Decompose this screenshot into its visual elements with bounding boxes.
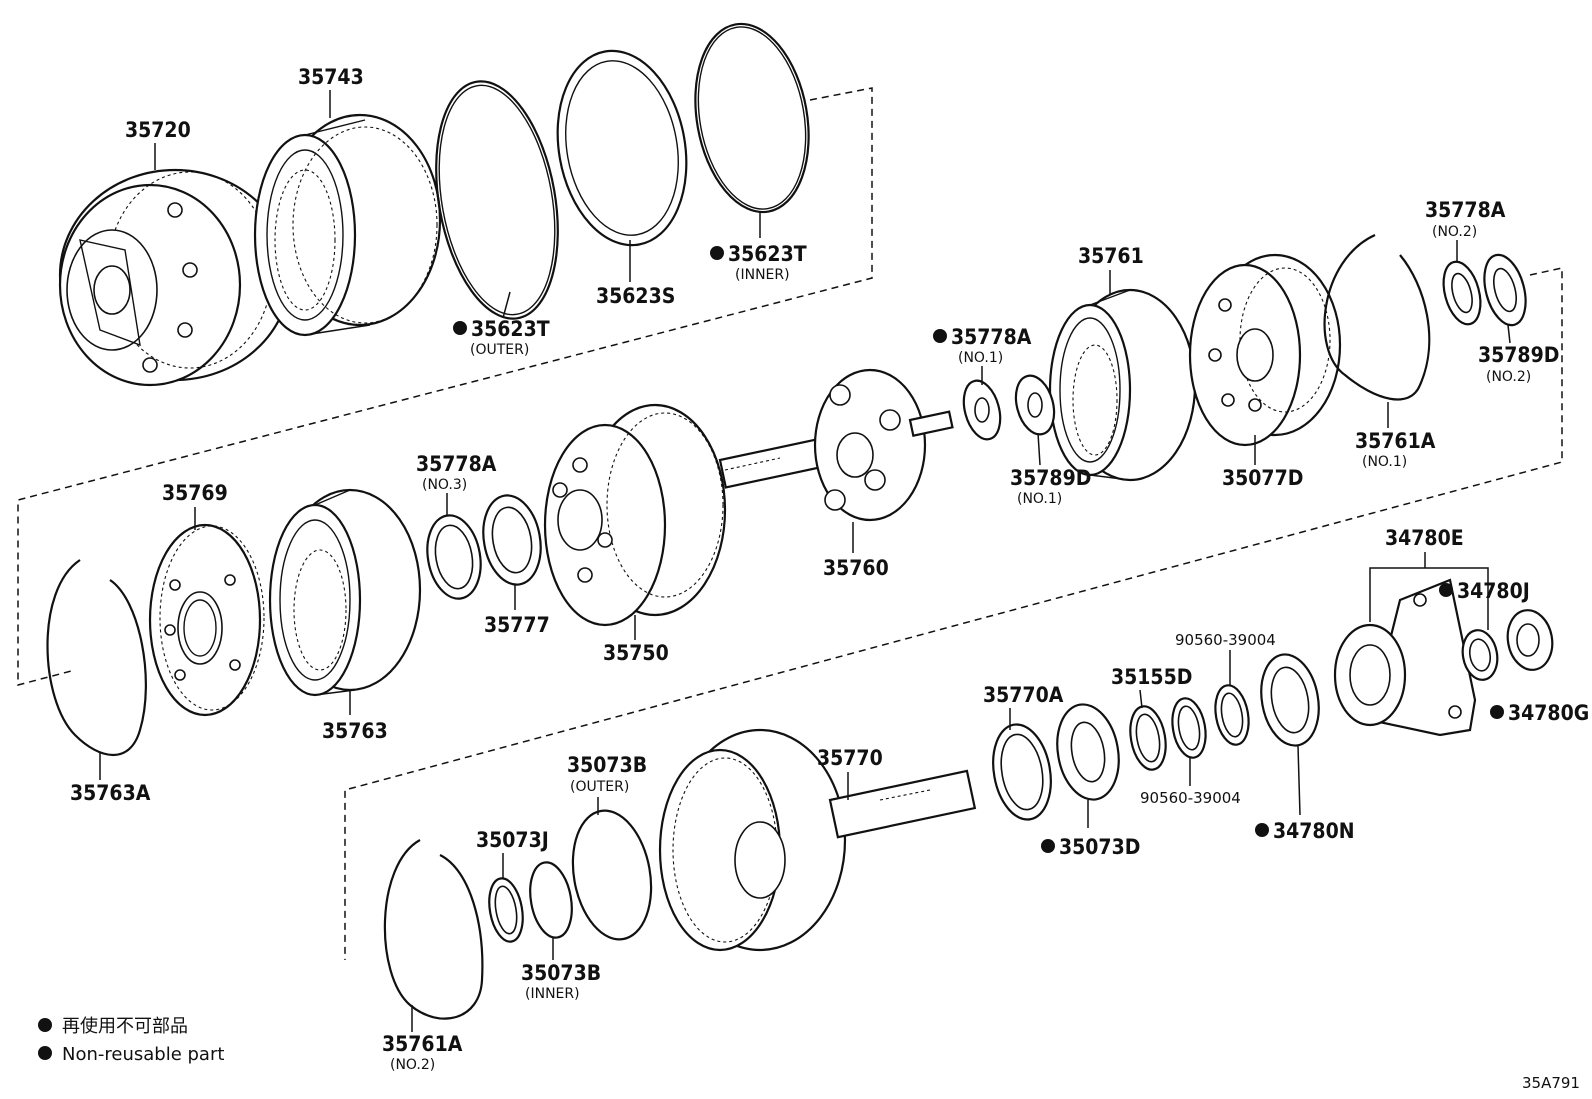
legend-dot bbox=[38, 1018, 52, 1032]
group-outline-top bbox=[17, 87, 873, 686]
label-35623T-outer-sub: (OUTER) bbox=[470, 342, 529, 358]
non-reusable-marker bbox=[1490, 705, 1504, 719]
label-35761A-no2-sub: (NO.2) bbox=[390, 1057, 435, 1073]
label-35623T-inner: 35623T bbox=[728, 242, 807, 266]
label-35073B-outer: 35073B bbox=[567, 753, 647, 777]
non-reusable-marker bbox=[710, 246, 724, 260]
part-35789D-no2-race[interactable] bbox=[1477, 250, 1532, 329]
part-35777-race[interactable] bbox=[477, 491, 548, 589]
label-35763: 35763 bbox=[322, 719, 388, 743]
part-90560-39004-ring-a[interactable] bbox=[1168, 696, 1210, 761]
part-35778A-no1-bearing[interactable] bbox=[958, 377, 1006, 444]
non-reusable-marker bbox=[1255, 823, 1269, 837]
label-35789D-no1-sub: (NO.1) bbox=[1017, 491, 1062, 507]
part-35763-ring-gear[interactable] bbox=[268, 488, 422, 697]
part-35750-planetary-gear[interactable] bbox=[543, 403, 727, 627]
part-35073J-ring[interactable] bbox=[485, 876, 528, 945]
part-35761A-no1-snapring[interactable] bbox=[1323, 233, 1431, 401]
legend-en: Non-reusable part bbox=[62, 1044, 224, 1065]
label-35760: 35760 bbox=[823, 556, 889, 580]
label-35750: 35750 bbox=[603, 641, 669, 665]
part-35760-carrier-shaft[interactable] bbox=[718, 368, 954, 522]
legend: 再使用不可部品 Non-reusable part bbox=[38, 1016, 224, 1065]
part-35770A-washer[interactable] bbox=[986, 720, 1058, 824]
part-35073B-outer-oring[interactable] bbox=[563, 804, 660, 945]
label-35073D: 35073D bbox=[1059, 835, 1140, 859]
part-34780E-flange[interactable] bbox=[1333, 578, 1477, 737]
label-34780N: 34780N bbox=[1273, 819, 1355, 843]
label-35743: 35743 bbox=[298, 65, 364, 89]
part-35623T-outer-oring[interactable] bbox=[419, 72, 575, 328]
label-35770: 35770 bbox=[817, 746, 883, 770]
part-35770-drum-shaft[interactable] bbox=[658, 728, 977, 952]
part-90560-39004-ring-b[interactable] bbox=[1211, 683, 1253, 748]
label-35073B-outer-sub: (OUTER) bbox=[570, 779, 629, 795]
label-35623T-outer: 35623T bbox=[471, 317, 550, 341]
label-35155D: 35155D bbox=[1111, 665, 1192, 689]
part-35769-plate[interactable] bbox=[148, 523, 265, 717]
label-35761A-no1-sub: (NO.1) bbox=[1362, 454, 1407, 470]
label-35789D-no2: 35789D bbox=[1478, 343, 1559, 367]
label-group-row2-left: 35769 35763 35763A 35778A (NO.3) 35777 3… bbox=[70, 452, 889, 805]
non-reusable-marker bbox=[933, 329, 947, 343]
part-34780N-seal[interactable] bbox=[1254, 650, 1325, 750]
label-35778A-no1-sub: (NO.1) bbox=[958, 350, 1003, 366]
label-35761: 35761 bbox=[1078, 244, 1144, 268]
part-35623S-seal[interactable] bbox=[543, 41, 701, 256]
label-34780J: 34780J bbox=[1457, 579, 1530, 603]
label-35778A-no1: 35778A bbox=[951, 325, 1032, 349]
label-35077D: 35077D bbox=[1222, 466, 1303, 490]
label-35778A-no3: 35778A bbox=[416, 452, 497, 476]
label-34780G: 34780G bbox=[1508, 701, 1589, 725]
part-35077D-clutch-hub[interactable] bbox=[1188, 253, 1342, 447]
label-35623T-inner-sub: (INNER) bbox=[735, 267, 790, 283]
part-34780G-nut[interactable] bbox=[1503, 607, 1557, 674]
non-reusable-marker bbox=[453, 321, 467, 335]
label-35789D-no1: 35789D bbox=[1010, 466, 1091, 490]
label-90560-39004-lower: 90560-39004 bbox=[1140, 789, 1241, 807]
label-35073B-inner-sub: (INNER) bbox=[525, 986, 580, 1002]
diagram-code: 35A791 bbox=[1522, 1074, 1580, 1092]
label-35073J: 35073J bbox=[476, 828, 549, 852]
part-35155D-ring[interactable] bbox=[1126, 704, 1171, 773]
part-35778A-no2-bearing[interactable] bbox=[1437, 258, 1486, 329]
legend-dot bbox=[38, 1046, 52, 1060]
part-35743-ring-drum[interactable] bbox=[253, 113, 442, 337]
label-group-row2-right: 35761 35778A (NO.1) 35789D (NO.1) 35077D… bbox=[933, 198, 1559, 507]
part-35763A-snapring[interactable] bbox=[46, 559, 147, 756]
label-35761A-no1: 35761A bbox=[1355, 429, 1436, 453]
part-34780J-washer[interactable] bbox=[1459, 627, 1501, 682]
label-35789D-no2-sub: (NO.2) bbox=[1486, 369, 1531, 385]
part-35789D-no1-race[interactable] bbox=[1010, 371, 1060, 438]
label-group-row3: 35761A (NO.2) 35073J 35073B (INNER) 3507… bbox=[382, 526, 1589, 1073]
non-reusable-marker bbox=[1439, 583, 1453, 597]
label-35763A: 35763A bbox=[70, 781, 151, 805]
non-reusable-marker bbox=[1041, 839, 1055, 853]
part-35623T-inner-oring[interactable] bbox=[681, 15, 822, 221]
label-35769: 35769 bbox=[162, 481, 228, 505]
label-35778A-no2: 35778A bbox=[1425, 198, 1506, 222]
label-35623S: 35623S bbox=[596, 284, 675, 308]
label-35720: 35720 bbox=[125, 118, 191, 142]
legend-jp: 再使用不可部品 bbox=[62, 1016, 188, 1037]
part-35778A-no3-bearing[interactable] bbox=[421, 511, 487, 603]
label-35778A-no3-sub: (NO.3) bbox=[422, 477, 467, 493]
part-35073D-bearing[interactable] bbox=[1050, 700, 1126, 805]
label-34780E: 34780E bbox=[1385, 526, 1464, 550]
label-35777: 35777 bbox=[484, 613, 550, 637]
part-35761-ring-gear[interactable] bbox=[1048, 288, 1197, 482]
label-35073B-inner: 35073B bbox=[521, 961, 601, 985]
label-35778A-no2-sub: (NO.2) bbox=[1432, 224, 1477, 240]
part-35073B-inner-oring[interactable] bbox=[525, 859, 578, 941]
part-35761A-no2-snapring[interactable] bbox=[383, 839, 484, 1020]
label-35761A-no2: 35761A bbox=[382, 1032, 463, 1056]
label-90560-39004-upper: 90560-39004 bbox=[1175, 631, 1276, 649]
label-group-row1: 35720 35743 35623T (OUTER) 35623S 35623T… bbox=[125, 65, 807, 358]
part-35720-drum[interactable] bbox=[58, 168, 292, 387]
label-35770A: 35770A bbox=[983, 683, 1064, 707]
